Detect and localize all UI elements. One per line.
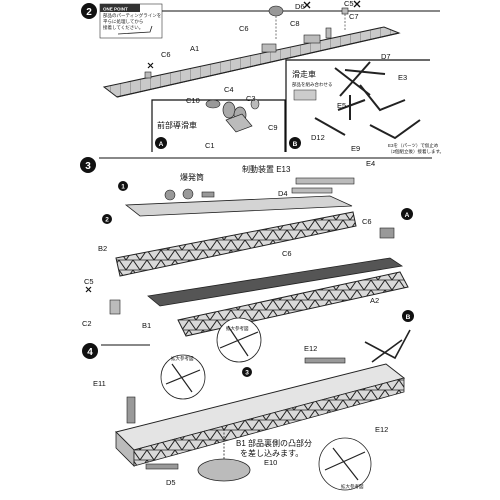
step-badge: 2 <box>81 3 97 19</box>
label-c6-left: C6 <box>161 50 171 59</box>
dark-plate <box>147 257 404 307</box>
zoom-label: 拡大参考図 <box>226 325 249 332</box>
inset-a-front-guide-pulley: A 前部導滑車 C10 C4 C3 C9 C1 <box>151 85 286 152</box>
zoom-detail-right: 拡大参考図 <box>318 437 372 491</box>
label-c8: C8 <box>290 19 300 28</box>
step-4-section: 4 3 E11 E12 E12 D5 E10 B1 部品裏側の凸部分 を差し込み… <box>82 310 414 491</box>
part-e11 <box>126 396 136 424</box>
svg-text:B: B <box>406 314 411 321</box>
title-bakuhatsu-tube: 爆発筒 <box>180 172 204 182</box>
label-d6: D6 <box>295 2 305 11</box>
inset-b-badge: B <box>293 141 298 148</box>
inset-b-note-2: （2個組立後）接着します。 <box>388 148 444 155</box>
cement-icon <box>147 62 154 69</box>
label-c5: C5 <box>84 277 94 286</box>
label-d5: D5 <box>166 478 176 487</box>
one-point-title: ONE POINT <box>103 7 128 12</box>
label-a1: A1 <box>190 44 199 53</box>
label-c7: C7 <box>349 12 359 21</box>
inset-a-title: 前部導滑車 <box>157 120 197 130</box>
label-e4: E4 <box>366 159 375 168</box>
label-d7: D7 <box>381 52 391 61</box>
upper-deck-plate <box>124 188 353 217</box>
label-c3: C3 <box>246 94 256 103</box>
label-e12-right: E12 <box>375 425 388 434</box>
svg-text:1: 1 <box>121 184 125 191</box>
cement-icon <box>85 286 92 293</box>
zoom-detail-circle: 拡大参考図 <box>216 317 262 363</box>
ref-a-badge: A <box>401 208 413 220</box>
zoom-label-right: 拡大参考図 <box>341 483 364 490</box>
inset-b-note-1: E3を（パーツ）で仮止め <box>388 142 439 149</box>
part-c2 <box>109 299 121 315</box>
zoom-detail-left: 拡大参考図 <box>160 354 206 400</box>
label-e5: E5 <box>337 101 346 110</box>
inset-a-badge: A <box>159 141 164 148</box>
step-3-section: 3 爆発筒 制動装置 E13 E4 D4 1 2 B2 C6 C <box>80 157 432 363</box>
callout-2: 2 <box>102 214 112 224</box>
svg-text:3: 3 <box>85 161 91 172</box>
label-e3: E3 <box>398 73 407 82</box>
stand-e10 <box>197 430 251 482</box>
label-e12-top: E12 <box>304 344 317 353</box>
cement-icon <box>303 1 311 9</box>
label-c2: C2 <box>82 319 92 328</box>
label-c6-center: C6 <box>282 249 292 258</box>
part-e12 <box>304 357 346 364</box>
step-2-section: 2 ONE POINT 部品のパーティングラインを 平らに処理してから 接着して… <box>81 0 444 155</box>
label-c6-right: C6 <box>362 217 372 226</box>
label-e10: E10 <box>264 458 277 467</box>
svg-text:3: 3 <box>245 370 249 377</box>
brake-part <box>295 177 355 185</box>
label-c9: C9 <box>268 123 278 132</box>
label-c1: C1 <box>205 141 215 150</box>
step-badge: 3 <box>80 157 96 173</box>
rail-fittings <box>144 5 349 79</box>
label-e11: E11 <box>93 379 106 388</box>
step4-note-line1: B1 部品裏側の凸部分 <box>236 438 312 448</box>
carriage-mounted <box>364 329 411 363</box>
label-a2: A2 <box>370 296 379 305</box>
inset-b-subtitle: 部品を組み合わせる <box>292 81 333 88</box>
callout-1: 1 <box>118 181 128 191</box>
zoom-label-left: 拡大参考図 <box>171 355 194 362</box>
one-point-note-1: 部品のパーティングラインを <box>103 12 161 19</box>
callout-3: 3 <box>242 367 252 377</box>
rail-a1 <box>102 26 401 98</box>
ref-b-badge: B <box>402 310 414 322</box>
brake-part <box>291 187 333 194</box>
svg-text:A: A <box>405 212 410 219</box>
svg-text:2: 2 <box>105 217 109 224</box>
label-c10: C10 <box>186 96 200 105</box>
step-badge: 4 <box>82 343 98 359</box>
label-c6-top: C6 <box>239 24 249 33</box>
rail-body-assembly <box>115 363 406 467</box>
one-point-note-2: 平らに処理してから <box>103 18 143 25</box>
cement-icon <box>353 0 361 8</box>
label-b2: B2 <box>98 244 107 253</box>
step4-note-line2: を差し込みます。 <box>240 448 303 458</box>
label-d4: D4 <box>278 189 288 198</box>
inset-b-title: 滑走車 <box>292 69 316 79</box>
one-point-box: ONE POINT 部品のパーティングラインを 平らに処理してから 接着してくだ… <box>99 3 163 39</box>
part-d5 <box>145 463 179 470</box>
label-d12: D12 <box>311 133 325 142</box>
title-brake-unit: 制動装置 E13 <box>242 164 291 174</box>
svg-text:2: 2 <box>86 7 92 18</box>
svg-text:4: 4 <box>87 347 93 358</box>
inset-b-sliding-carriage: B 滑走車 部品を組み合わせる D7 E3 E5 D12 E9 E3を（パーツ）… <box>285 52 444 155</box>
label-e9: E9 <box>351 144 360 153</box>
label-c4: C4 <box>224 85 234 94</box>
label-c5: C5 <box>344 0 354 8</box>
part-a-fitting <box>379 227 395 239</box>
one-point-note-3: 接着してください。 <box>103 24 143 31</box>
truss-b2 <box>115 211 357 277</box>
label-b1: B1 <box>142 321 151 330</box>
